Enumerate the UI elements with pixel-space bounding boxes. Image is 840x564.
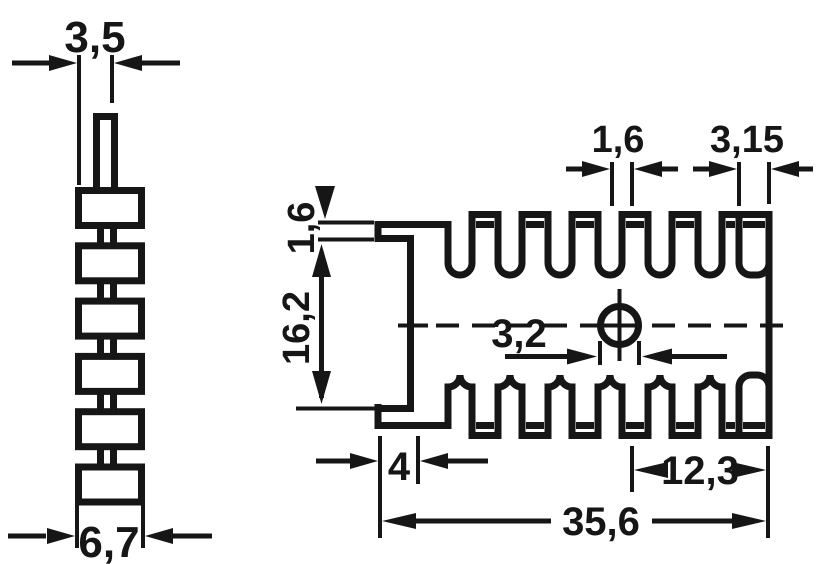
- side-tab-outline: [93, 113, 118, 189]
- dim-label-6-7: 6,7: [78, 518, 139, 564]
- arrowhead: [634, 462, 668, 478]
- fin-box: [75, 297, 145, 340]
- arrowhead: [47, 528, 75, 544]
- dim-label-1-6-left: 1,6: [281, 202, 323, 255]
- dim-1-6-left: 1,6: [281, 186, 374, 254]
- fin-box: [75, 352, 145, 395]
- arrowhead: [567, 348, 597, 365]
- arrowhead: [315, 186, 335, 219]
- arrowhead: [49, 55, 77, 71]
- front-view: 1,6 16,2 1,6 3,15: [276, 119, 813, 544]
- arrowhead: [642, 348, 672, 365]
- dim-label-1-6-top: 1,6: [592, 119, 645, 161]
- mounting-hole: [597, 289, 642, 361]
- dim-3-15: 3,15: [693, 119, 813, 206]
- fin-box: [75, 408, 145, 451]
- dim-16-2: 16,2: [276, 244, 376, 411]
- dim-label-35-6: 35,6: [562, 500, 640, 544]
- dim-4: 4: [316, 436, 488, 538]
- dim-6-7: 6,7: [8, 504, 212, 564]
- dim-3-2: 3,2: [491, 312, 727, 365]
- side-webs: [97, 228, 117, 469]
- arrowhead: [350, 453, 378, 469]
- dim-35-6: 35,6: [382, 446, 770, 544]
- fin-box: [75, 187, 145, 229]
- fin-box: [75, 463, 145, 506]
- side-view: 3,5 6,7: [8, 13, 212, 564]
- arrowhead: [709, 161, 737, 177]
- arrowhead: [582, 161, 610, 177]
- dim-1-6-top: 1,6: [566, 119, 678, 206]
- arrowhead: [732, 462, 766, 478]
- arrowhead: [420, 453, 448, 469]
- arrowhead: [382, 513, 416, 529]
- last-fin-bottom: [735, 371, 773, 436]
- dim-label-3-15: 3,15: [710, 119, 784, 161]
- arrowhead: [771, 161, 799, 177]
- dim-label-12-3: 12,3: [661, 449, 739, 493]
- arrowhead: [634, 161, 662, 177]
- arrowhead: [312, 244, 331, 277]
- dim-label-3-2: 3,2: [491, 312, 547, 356]
- arrowhead: [312, 371, 331, 404]
- dim-label-4: 4: [388, 445, 411, 489]
- dim-12-3: 12,3: [630, 446, 766, 493]
- dim-3-5: 3,5: [12, 13, 180, 185]
- arrowhead: [145, 528, 173, 544]
- dim-label-16-2: 16,2: [276, 291, 318, 365]
- dim-label-3-5: 3,5: [64, 13, 125, 62]
- fin-box: [75, 242, 145, 285]
- arrowhead: [114, 55, 142, 71]
- last-fin-top: [735, 214, 773, 279]
- arrowhead: [732, 513, 766, 529]
